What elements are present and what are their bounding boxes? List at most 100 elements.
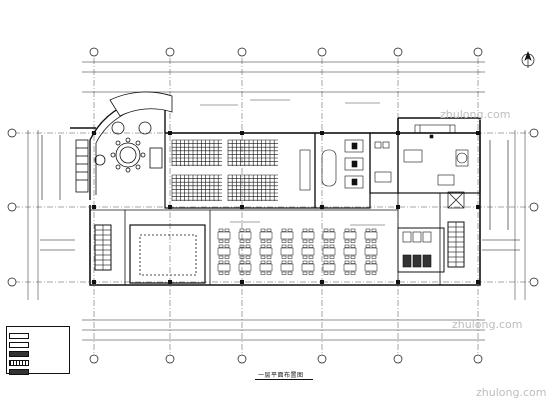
chair	[329, 260, 335, 264]
dining-table	[259, 247, 273, 256]
chair	[260, 260, 266, 264]
chair	[260, 244, 266, 248]
chair	[287, 271, 293, 275]
chair	[302, 260, 308, 264]
chair	[302, 255, 308, 259]
legend-swatch	[9, 333, 29, 339]
chair	[308, 260, 314, 264]
chair	[281, 271, 287, 275]
chair	[350, 244, 356, 248]
dining-table	[217, 263, 231, 272]
watermark: zhulong.com	[452, 318, 523, 331]
chair	[218, 228, 224, 232]
chair	[365, 271, 371, 275]
chair	[224, 244, 230, 248]
chair	[350, 260, 356, 264]
chair	[365, 239, 371, 243]
chair	[245, 228, 251, 232]
chair	[350, 228, 356, 232]
dimension-lines	[27, 61, 526, 341]
dining-table	[301, 263, 315, 272]
chair	[224, 239, 230, 243]
chair	[344, 228, 350, 232]
chair	[350, 271, 356, 275]
chair	[245, 271, 251, 275]
chair	[371, 271, 377, 275]
legend-swatch	[9, 360, 29, 366]
chair	[371, 255, 377, 259]
chair	[245, 239, 251, 243]
chair	[344, 260, 350, 264]
chair	[323, 271, 329, 275]
chair	[344, 271, 350, 275]
chair	[344, 244, 350, 248]
chair	[365, 260, 371, 264]
chair	[323, 239, 329, 243]
chair	[218, 255, 224, 259]
chair	[371, 260, 377, 264]
round-table-small	[94, 121, 152, 166]
chair	[239, 244, 245, 248]
dining-table	[343, 231, 357, 240]
chair	[239, 271, 245, 275]
chair	[266, 260, 272, 264]
chair	[218, 271, 224, 275]
legend-row	[6, 339, 68, 349]
chair	[365, 228, 371, 232]
watermark: zhulong.com	[440, 108, 511, 121]
dining-table	[301, 231, 315, 240]
chair	[344, 239, 350, 243]
dining-table	[238, 247, 252, 256]
office-right	[397, 124, 481, 194]
chair	[224, 271, 230, 275]
watermark: zhulong.com	[476, 386, 547, 399]
elevator	[447, 191, 465, 209]
chair	[287, 228, 293, 232]
dining-table	[364, 263, 378, 272]
chair	[224, 260, 230, 264]
legend-row	[6, 366, 68, 376]
side-wings	[40, 135, 520, 251]
chair	[308, 271, 314, 275]
chair	[323, 228, 329, 232]
chair	[287, 239, 293, 243]
chair	[287, 260, 293, 264]
toilets	[397, 227, 445, 273]
dining-table	[343, 263, 357, 272]
dining-table	[259, 263, 273, 272]
axis-grid-lines	[14, 58, 530, 355]
chair	[287, 255, 293, 259]
stair-right	[447, 221, 465, 268]
chair	[329, 255, 335, 259]
label-leaders	[200, 99, 385, 226]
chair	[308, 239, 314, 243]
chair	[260, 228, 266, 232]
columns	[92, 131, 480, 284]
chair	[218, 239, 224, 243]
chair	[329, 228, 335, 232]
chair	[281, 260, 287, 264]
chair	[287, 244, 293, 248]
dining-table	[364, 231, 378, 240]
chair	[266, 239, 272, 243]
chair	[323, 255, 329, 259]
chair	[239, 260, 245, 264]
stair-left	[94, 224, 112, 271]
legend-swatch	[9, 369, 29, 375]
chair	[344, 255, 350, 259]
legend-row	[6, 330, 68, 340]
chair	[260, 271, 266, 275]
chair	[329, 239, 335, 243]
chair	[281, 239, 287, 243]
chair	[224, 228, 230, 232]
chair	[218, 244, 224, 248]
chair	[281, 255, 287, 259]
chair	[224, 255, 230, 259]
chair	[329, 244, 335, 248]
legend-row	[6, 348, 68, 358]
rotunda	[75, 91, 173, 200]
kitchen-room	[129, 224, 206, 284]
dining-table	[364, 247, 378, 256]
chair	[239, 239, 245, 243]
